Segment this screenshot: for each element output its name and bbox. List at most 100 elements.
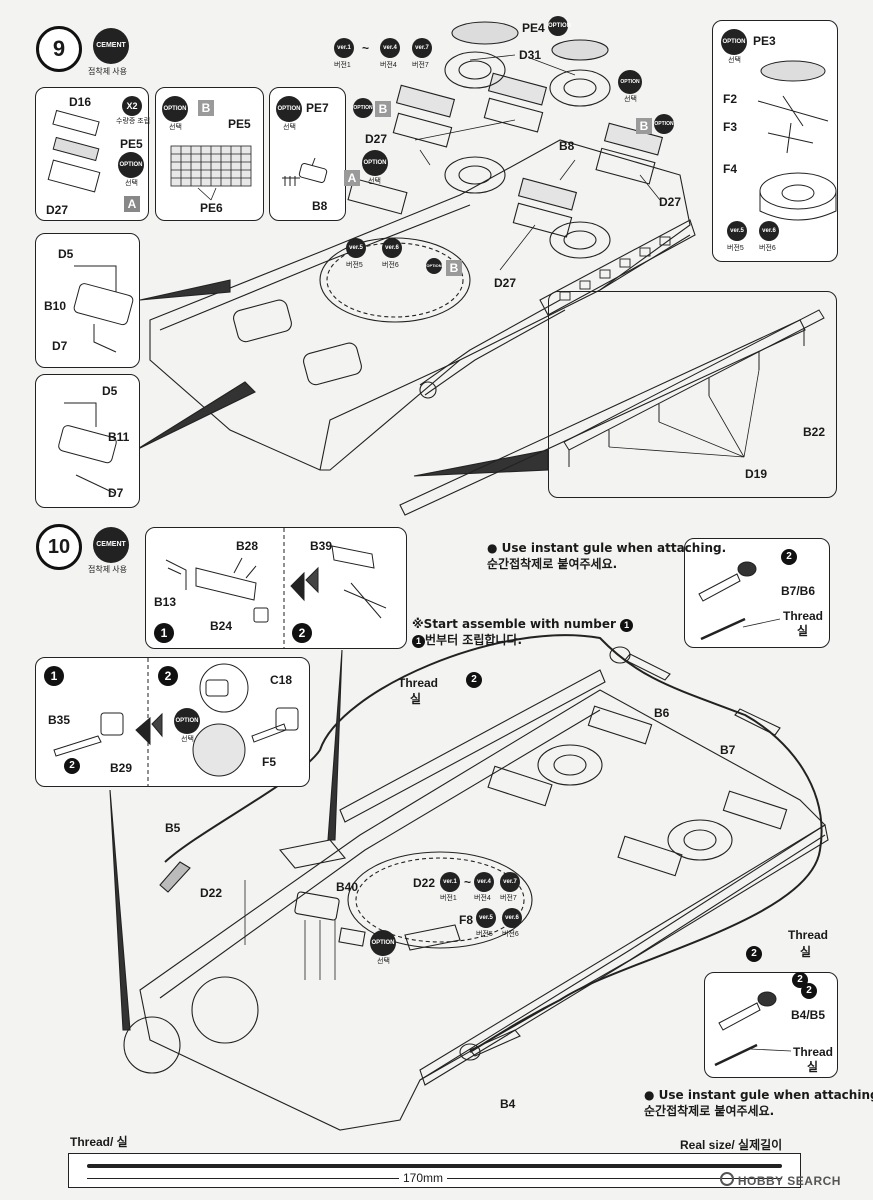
label-f3: F3 <box>723 120 738 134</box>
times-2-badge: X2 <box>122 96 142 116</box>
sub-step-1: 1 <box>44 666 64 686</box>
step-10-number: 10 <box>36 524 82 570</box>
label-d7: D7 <box>52 339 68 353</box>
inset-b4-b5: 2 B4/B5 Thread 실 <box>704 972 838 1078</box>
inset-pe5-pe6: OPTION 선택 B PE5 PE6 <box>155 87 264 221</box>
inset-b35-f5: 1 2 B35 B29 C18 F5 OPTION 선택 2 <box>35 657 310 787</box>
label-b40: B40 <box>336 880 359 894</box>
option-note: 선택 <box>181 736 194 743</box>
label-pe4: PE4 <box>522 21 545 35</box>
option-badge: OPTION <box>353 98 373 118</box>
label-f2: F2 <box>723 92 738 106</box>
glue-note-bottom: ● Use instant gule when attaching. 순간접착제… <box>644 1087 873 1119</box>
sub-step-2: 2 <box>292 623 312 643</box>
ver6-note: 버전6 <box>382 262 399 269</box>
ver-tilde: ~ <box>362 41 370 55</box>
label-pe5: PE5 <box>120 137 143 151</box>
ver5-badge: ver.5 <box>346 238 366 258</box>
label-f8: F8 <box>459 913 474 927</box>
label-b7: B7 <box>720 743 736 757</box>
label-b35: B35 <box>48 713 71 727</box>
ver1-note: 버전1 <box>440 895 457 902</box>
label-b8: B8 <box>559 139 575 153</box>
label-thread-ko: 실 <box>410 692 422 706</box>
start-mark: 1 <box>412 635 425 649</box>
label-d27: D27 <box>365 132 388 146</box>
label-d27: D27 <box>659 195 682 209</box>
watermark: HOBBY SEARCH <box>720 1172 841 1188</box>
label-d27: D27 <box>46 203 69 217</box>
label-d31: D31 <box>519 48 542 62</box>
thread-mark: 2 <box>746 946 762 962</box>
fan-grille-1 <box>444 156 506 194</box>
inset-d5-b11: D5 B11 D7 <box>35 374 140 508</box>
thread-gauge-line <box>87 1164 782 1168</box>
ver6-badge: ver.6 <box>382 238 402 258</box>
label-d5: D5 <box>102 384 118 398</box>
thread-mark: 2 <box>466 672 482 688</box>
option-badge: OPTION <box>721 29 747 55</box>
option-badge: OPTION <box>618 70 642 94</box>
thread-mark: 2 <box>792 972 808 988</box>
ver4-badge: ver.4 <box>380 38 400 58</box>
turret-ring <box>347 851 533 949</box>
label-b29: B29 <box>110 761 133 775</box>
pe4-mesh-disc <box>451 21 519 45</box>
inset-pe7-b8: OPTION 선택 PE7 B8 <box>269 87 346 221</box>
label-b11: B11 <box>108 430 130 444</box>
label-d22: D22 <box>200 886 223 900</box>
ver4-note: 버전4 <box>474 895 491 902</box>
cement-note: 접착제 사용 <box>88 565 128 574</box>
label-thread: Thread <box>783 609 824 623</box>
watermark-icon <box>720 1172 734 1186</box>
label-b7-b6: B7/B6 <box>781 584 816 598</box>
ver7-badge: ver.7 <box>412 38 432 58</box>
option-note: 선택 <box>169 124 182 131</box>
label-pe5: PE5 <box>228 117 251 131</box>
option-note: 선택 <box>377 958 390 965</box>
ver4-note: 버전4 <box>380 62 397 69</box>
variant-a-mark: A <box>124 196 140 212</box>
start-note-en: Start assemble with number <box>423 617 616 631</box>
option-badge: OPTION <box>654 114 674 134</box>
label-f5: F5 <box>262 755 277 769</box>
glue-note-ko: 순간접착제로 붙여주세요. <box>487 557 618 572</box>
label-b24: B24 <box>210 619 233 633</box>
step-9-number: 9 <box>36 26 82 72</box>
ver5-badge: ver.5 <box>476 908 496 928</box>
option-note: 선택 <box>728 57 741 64</box>
glue-note-top: ● Use instant gule when attaching. 순간접착제… <box>487 541 727 572</box>
ver5-badge: ver.5 <box>727 221 747 241</box>
inset-b28-b39: B28 B13 B24 B39 1 2 <box>145 527 407 649</box>
label-b10: B10 <box>44 299 67 313</box>
inset-b7-b6: 2 B7/B6 Thread 실 <box>684 538 830 648</box>
thread-mark: 2 <box>781 549 797 565</box>
option-badge: OPTION <box>370 930 396 956</box>
label-d27: D27 <box>494 276 517 290</box>
step-10-hull-drawing <box>109 634 829 1131</box>
start-mark: 1 <box>620 619 634 632</box>
ver7-note: 버전7 <box>412 62 429 69</box>
tow-thread <box>164 634 823 1053</box>
label-f4: F4 <box>723 162 738 176</box>
ver5-note: 버전5 <box>476 931 493 938</box>
label-pe3: PE3 <box>753 34 776 48</box>
thread-gauge-box: 170mm <box>68 1153 801 1188</box>
variant-a-mark: A <box>344 170 360 186</box>
label-b5: B5 <box>165 821 181 835</box>
variant-b-mark: B <box>636 118 652 134</box>
glue-note-en: Use instant gule when attaching. <box>658 1088 873 1102</box>
label-pe7: PE7 <box>306 101 329 115</box>
option-badge: OPTION <box>276 96 302 122</box>
hull-rear-outline <box>139 689 826 1131</box>
fan-grille-2 <box>667 819 733 861</box>
step-9-hull-drawing <box>135 21 806 516</box>
label-thread: Thread <box>788 928 829 942</box>
option-badge: OPTION <box>118 152 144 178</box>
thread-mark: 2 <box>64 758 80 774</box>
ver5-note: 버전5 <box>727 245 744 252</box>
inset-pe3-f4: OPTION 선택 PE3 F2 F3 F4 ver.5 버전5 ver.6 버… <box>712 20 838 262</box>
option-badge: OPTION <box>548 16 571 36</box>
ver1-note: 버전1 <box>334 62 351 69</box>
